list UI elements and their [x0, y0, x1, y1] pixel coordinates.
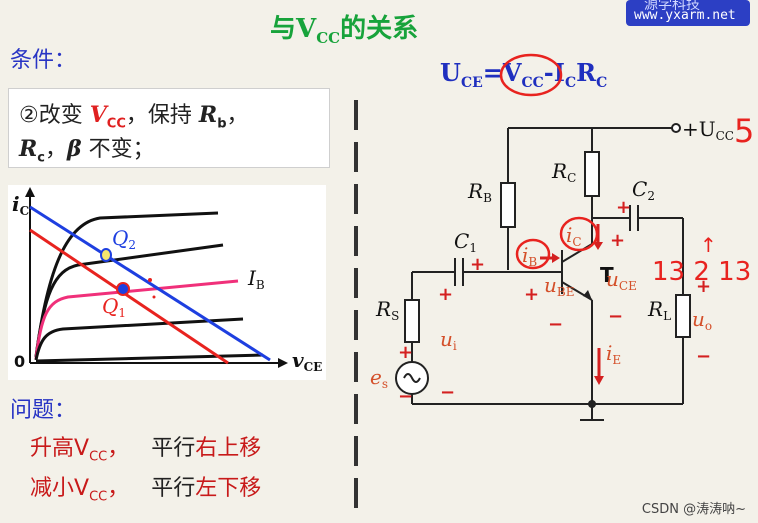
- load-line-red: [29, 228, 229, 365]
- emitter-arrow-icon: [583, 290, 592, 300]
- ic-current-label: iC: [566, 223, 582, 249]
- ui-plus-sign: +: [438, 284, 453, 305]
- ucc-label: +UCC: [682, 117, 734, 143]
- ie-current-label: iE: [606, 341, 621, 367]
- condition-box: ②改变 VCC，保持 Rb， Rc，β 不变；: [8, 88, 330, 168]
- curve-bottom: [35, 353, 264, 363]
- question-row-raise: 升高VCC，平行右上移: [30, 436, 262, 465]
- x-axis-label: vCE: [292, 348, 322, 374]
- es-plus-sign: +: [398, 342, 413, 363]
- dashed-divider: [354, 100, 358, 510]
- condition-label: 条件：: [10, 48, 77, 73]
- rc-label: RC: [551, 159, 576, 185]
- uo-label: uo: [692, 307, 712, 333]
- rl-label: RL: [647, 297, 671, 323]
- load-line-blue: [29, 205, 271, 362]
- uo-plus-sign: +: [696, 276, 711, 297]
- watermark-logo: 源学科技 www.yxarm.net: [626, 0, 750, 26]
- ac-source-icon: [403, 373, 421, 383]
- q1-label: Q1: [102, 294, 126, 320]
- ui-label: ui: [440, 327, 457, 353]
- hand-circle-ib: [515, 238, 551, 270]
- output-characteristics-graph: iC vCE 0 Q2 Q1 IB: [8, 185, 326, 380]
- condition-line-2: Rc，β 不变；: [19, 136, 155, 166]
- es-label: es: [370, 365, 388, 391]
- uce-plus-sign: +: [610, 230, 625, 251]
- logo-brand: 源学科技: [644, 0, 700, 13]
- q2-label: Q2: [112, 226, 136, 252]
- uo-minus-sign: −: [696, 346, 711, 367]
- ui-minus-sign: −: [440, 382, 455, 403]
- ib-label: IB: [247, 266, 265, 292]
- rs-label: RS: [375, 297, 399, 323]
- curve-low: [34, 317, 244, 361]
- handwritten-circle-mark: [499, 53, 563, 97]
- y-axis-arrow-icon: [25, 187, 35, 197]
- hand-mark-arrow: ↑: [700, 233, 717, 257]
- transistor-label: T: [600, 263, 614, 287]
- c1-label: C1: [454, 229, 477, 255]
- csdn-watermark: CSDN @涛涛呐~: [641, 502, 746, 517]
- ube-top-label: uBE: [544, 273, 574, 299]
- question-row-lower: 减小VCC，平行左下移: [30, 476, 262, 505]
- red-dot-mark-2: [152, 295, 156, 299]
- hand-circle-ic: [559, 216, 599, 252]
- curve-ib: [34, 279, 239, 360]
- uce-label: uCE: [606, 267, 637, 293]
- red-dot-mark: [148, 278, 152, 282]
- ube-plus-sign: +: [524, 284, 539, 305]
- ground-node: [588, 400, 596, 408]
- uce-minus-sign: −: [608, 306, 623, 327]
- x-axis-arrow-icon: [278, 358, 288, 368]
- c1-plus-sign: +: [470, 254, 485, 275]
- ib-arrow-icon: [552, 253, 560, 263]
- q1-point: [116, 282, 130, 296]
- ib-current-label: iB: [522, 243, 537, 269]
- condition-line-1: ②改变 VCC，保持 Rb，: [19, 102, 249, 132]
- rb-label: RB: [467, 179, 492, 205]
- hand-mark-note: 13 2 13: [652, 257, 751, 287]
- c2-label: C2: [632, 177, 655, 203]
- ie-arrow-icon: [594, 376, 604, 385]
- origin-label: 0: [14, 352, 25, 371]
- slide-title: 与VCC的关系: [270, 14, 419, 48]
- uce-formula: UCE=VCC-ICRC: [440, 58, 608, 91]
- logo-url: www.yxarm.net: [634, 8, 736, 23]
- amplifier-circuit: +UCC RB RC C1 C2 T RS RL iB iC uCE uBE u…: [370, 112, 754, 421]
- q2-point: [100, 248, 112, 262]
- ic-arrow-icon: [593, 242, 603, 250]
- question-label: 问题：: [10, 398, 77, 423]
- c2-plus-sign: +: [616, 197, 631, 218]
- y-axis-label: iC: [12, 192, 29, 218]
- ube-minus-sign: −: [548, 314, 563, 335]
- es-minus-sign: −: [398, 386, 413, 407]
- hand-mark-five: 5: [734, 112, 754, 150]
